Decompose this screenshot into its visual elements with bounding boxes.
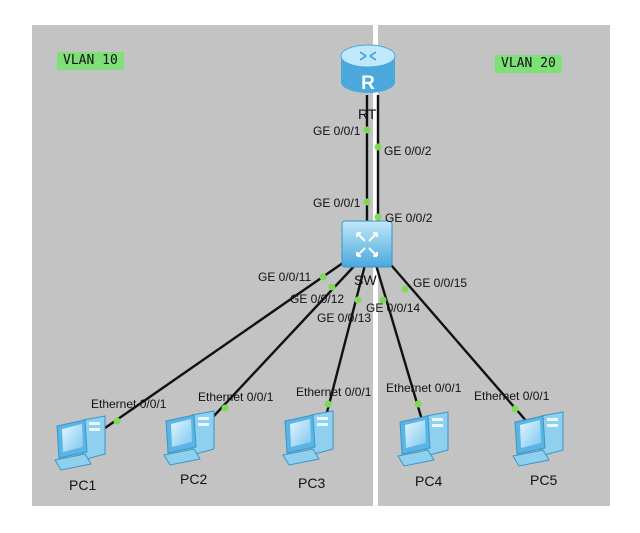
- port-dot: [374, 143, 382, 151]
- pc-port-label: Ethernet 0/0/1: [386, 381, 462, 395]
- port-dot: [379, 296, 387, 304]
- switch-port-label: GE 0/0/1: [313, 196, 361, 210]
- port-dot: [324, 400, 332, 408]
- port-dot: [511, 405, 519, 413]
- pc-icon: [282, 410, 334, 466]
- vlan20-tag: VLAN 20: [495, 55, 562, 73]
- pc1-node[interactable]: PC1: [54, 415, 106, 493]
- router-port-label: GE 0/0/2: [384, 144, 432, 158]
- pc-label: PC5: [530, 472, 557, 488]
- pc-icon: [397, 411, 449, 467]
- switch-label: SW: [354, 272, 377, 288]
- switch-port-label: GE 0/0/11: [258, 270, 311, 284]
- link-sw-pc4[interactable]: [374, 264, 424, 421]
- switch-icon: [341, 220, 393, 268]
- port-dot: [401, 285, 409, 293]
- router-port-label: GE 0/0/1: [313, 124, 361, 138]
- pc-port-label: Ethernet 0/0/1: [474, 389, 550, 403]
- pc-port-label: Ethernet 0/0/1: [198, 390, 274, 404]
- port-dot: [374, 213, 382, 221]
- port-dot: [221, 404, 229, 412]
- vlan10-tag: VLAN 10: [57, 52, 124, 70]
- pc-icon: [54, 415, 106, 471]
- link-sw-pc1[interactable]: [104, 257, 351, 429]
- port-dot: [414, 400, 422, 408]
- port-dot: [363, 126, 371, 134]
- link-sw-pc5[interactable]: [384, 257, 529, 424]
- port-dot: [354, 296, 362, 304]
- pc2-node[interactable]: PC2: [163, 410, 215, 487]
- switch-arrows-icon: [356, 232, 378, 257]
- link-sw-pc3[interactable]: [323, 264, 367, 421]
- port-dot: [113, 417, 121, 425]
- pc4-node[interactable]: PC4: [397, 411, 449, 489]
- pc-label: PC1: [69, 477, 96, 493]
- router-top: [340, 44, 396, 68]
- pc-label: PC3: [298, 475, 325, 491]
- pc-port-label: Ethernet 0/0/1: [91, 397, 167, 411]
- pc5-node[interactable]: PC5: [512, 411, 564, 488]
- port-dot: [319, 273, 327, 281]
- pc-label: PC4: [415, 473, 442, 489]
- router-label: RT: [358, 106, 377, 122]
- switch-port-label: GE 0/0/2: [385, 211, 433, 225]
- port-dot: [363, 198, 371, 206]
- port-labels: GE 0/0/1 GE 0/0/2 GE 0/0/1 GE 0/0/2 GE 0…: [91, 124, 550, 411]
- switch-port-label: GE 0/0/15: [413, 276, 467, 290]
- router-node[interactable]: R RT: [340, 44, 396, 122]
- switch-node[interactable]: SW: [341, 220, 393, 288]
- pc-icon: [512, 411, 564, 467]
- port-dot: [328, 283, 336, 291]
- switch-port-label: GE 0/0/14: [366, 301, 420, 315]
- pc-icon: [163, 410, 215, 466]
- switch-port-label: GE 0/0/12: [290, 292, 344, 306]
- links: [104, 95, 529, 429]
- pc-label: PC2: [180, 471, 207, 487]
- port-dots: [113, 126, 519, 425]
- pc3-node[interactable]: PC3: [282, 410, 334, 491]
- router-icon-letter: R: [361, 73, 375, 94]
- switch-port-label: GE 0/0/13: [317, 311, 371, 325]
- pc-port-label: Ethernet 0/0/1: [296, 385, 372, 399]
